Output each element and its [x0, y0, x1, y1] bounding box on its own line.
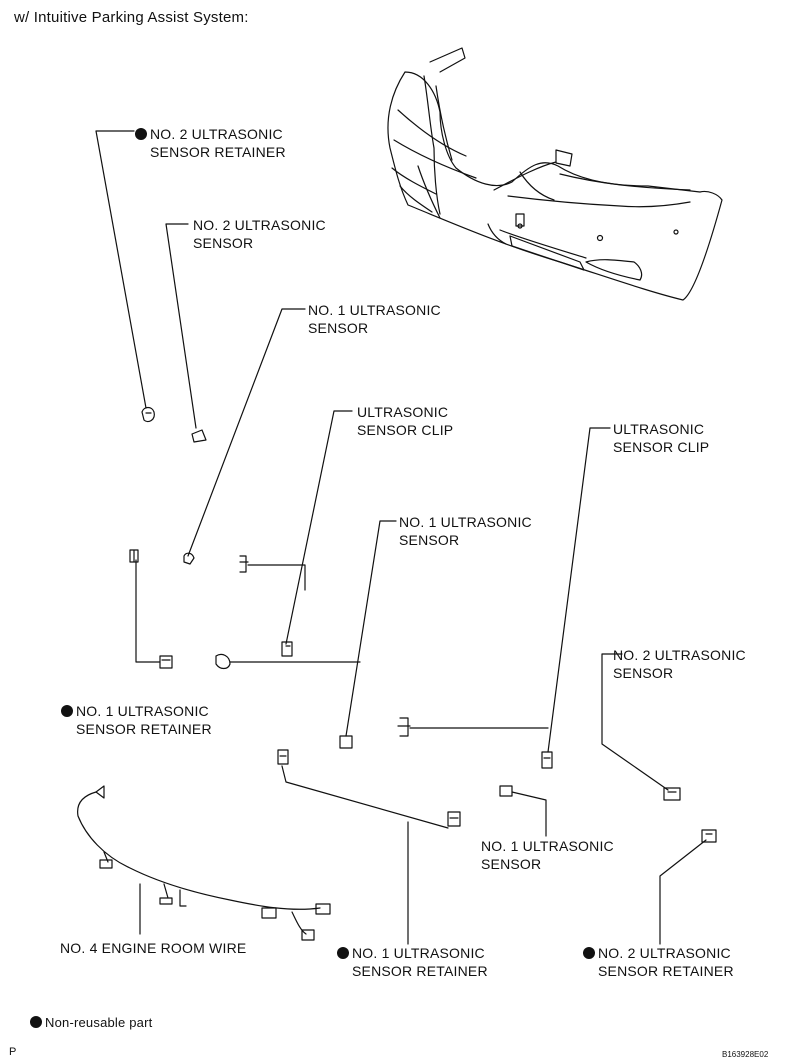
non-reusable-dot-icon: [135, 128, 147, 140]
sensor-c: [499, 785, 513, 797]
figure-code: B163928E02: [722, 1050, 769, 1059]
retainer-bottom-left: [277, 749, 289, 765]
diagram-title: w/ Intuitive Parking Assist System:: [14, 9, 249, 26]
sensor-right: [663, 787, 681, 801]
label-no1-sensor-c: NO. 1 ULTRASONIC SENSOR: [481, 838, 614, 872]
label-no2-retainer-top: NO. 2 ULTRASONIC SENSOR RETAINER: [135, 125, 286, 161]
leader-lines: [95, 130, 707, 945]
label-no2-sensor-top: NO. 2 ULTRASONIC SENSOR: [193, 217, 326, 251]
clip-b-part: [541, 751, 553, 769]
sensor-b: [339, 735, 353, 749]
sensor-a: [183, 552, 195, 565]
retainer-bottom-mid: [447, 811, 461, 827]
legend-text: Non-reusable part: [45, 1015, 153, 1030]
non-reusable-dot-icon: [61, 705, 73, 717]
engine-room-wire-illustration: [77, 785, 331, 941]
clip-b-small: [397, 717, 411, 737]
retainer-left-top: [129, 549, 139, 563]
non-reusable-dot-icon: [337, 947, 349, 959]
label-no1-retainer-left: NO. 1 ULTRASONIC SENSOR RETAINER: [61, 702, 212, 738]
label-clip-a: ULTRASONIC SENSOR CLIP: [357, 404, 454, 438]
retainer-left-mid: [159, 655, 173, 669]
label-engine-room-wire: NO. 4 ENGINE ROOM WIRE: [60, 940, 247, 956]
non-reusable-dot-icon: [583, 947, 595, 959]
clip-a-part: [281, 641, 293, 657]
label-clip-b: ULTRASONIC SENSOR CLIP: [613, 421, 710, 455]
front-bumper-illustration: [387, 47, 723, 301]
label-no2-retainer-bottom: NO. 2 ULTRASONIC SENSOR RETAINER: [583, 944, 734, 980]
label-no1-sensor-b: NO. 1 ULTRASONIC SENSOR: [399, 514, 532, 548]
sensor-top-left: [191, 429, 207, 443]
retainer-bottom-right: [701, 829, 717, 843]
clip-small-a: [239, 555, 249, 573]
label-no1-sensor-a: NO. 1 ULTRASONIC SENSOR: [308, 302, 441, 336]
corner-mark: P: [9, 1046, 17, 1058]
label-no2-sensor-right: NO. 2 ULTRASONIC SENSOR: [613, 647, 746, 681]
sensor-retainer-top-left: [141, 406, 155, 423]
legend: Non-reusable part: [30, 1014, 152, 1032]
label-no1-retainer-bottom: NO. 1 ULTRASONIC SENSOR RETAINER: [337, 944, 488, 980]
sensor-mid: [215, 653, 231, 670]
non-reusable-dot-icon: [30, 1016, 42, 1028]
